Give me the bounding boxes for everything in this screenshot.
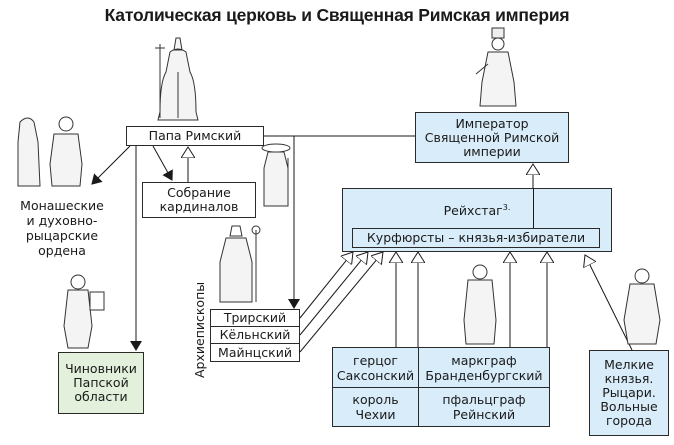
officials-line-3: области: [74, 389, 128, 404]
elector-bohemia[interactable]: король Чехии: [333, 388, 419, 426]
officials-line-2: Папской: [73, 375, 129, 390]
reichstag-inner-line: [533, 188, 534, 228]
orders-line-2: и духовно-: [26, 213, 98, 228]
trier-electors-arrow: [299, 252, 353, 319]
elector-brandenburg-line-1: маркграф: [451, 352, 517, 368]
archbishop-cologne[interactable]: Кёльнский: [210, 326, 300, 344]
archbishop-trier[interactable]: Трирский: [210, 309, 300, 327]
pope-cardinals-arrow: [152, 145, 173, 181]
elector-rhine-line-1: пфальцграф: [442, 392, 526, 407]
orders-line-4: ордена: [38, 243, 86, 258]
electors-label: Курфюрсты – князья-избиратели: [366, 230, 586, 245]
archbishop-mainz-label: Майнцский: [218, 344, 292, 360]
minor-line-3: Рыцари.: [602, 385, 656, 400]
orders-label: Монашеские и духовно- рыцарские ордена: [4, 198, 120, 258]
elector-saxony-line-1: герцог: [353, 352, 398, 368]
cardinals-label-1: Собрание: [167, 185, 231, 200]
archbishop-cologne-label: Кёльнский: [219, 327, 291, 342]
pope-box[interactable]: Папа Римский: [126, 126, 264, 146]
minor-line-5: города: [605, 413, 653, 428]
emperor-label-3: империи: [463, 143, 521, 159]
orders-line-3: рыцарские: [25, 228, 99, 243]
pope-label: Папа Римский: [148, 128, 242, 143]
reichstag-footnote: 3.: [502, 203, 511, 212]
minor-line-1: Мелкие: [604, 357, 654, 372]
orders-line-1: Монашеские: [20, 198, 104, 213]
archbishop-trier-label: Трирский: [223, 310, 287, 325]
minor-princes-box[interactable]: Мелкие князья. Рыцари. Вольные города: [589, 350, 669, 436]
emperor-label-2: Священной Римской: [424, 129, 560, 145]
diagram-title: Католическая церковь и Священная Римская…: [104, 5, 570, 25]
reichstag-text: Рейхстаг: [443, 203, 503, 219]
elector-brandenburg[interactable]: маркграф Бранденбургский: [419, 348, 549, 388]
cardinals-box[interactable]: Собрание кардиналов: [142, 182, 256, 218]
archbishop-figure: [219, 225, 261, 303]
elector-rhine[interactable]: пфальцграф Рейнский: [419, 388, 549, 426]
elector-saxony[interactable]: герцог Саксонский: [333, 348, 419, 388]
minor-line-2: князья.: [604, 371, 654, 386]
minor-line-4: Вольные: [600, 399, 658, 414]
elector-brandenburg-line-2: Бранденбургский: [425, 367, 543, 383]
monk-knight-figures: [17, 116, 83, 187]
cardinals-label-2: кардиналов: [159, 199, 239, 214]
electors-box[interactable]: Курфюрсты – князья-избиратели: [352, 228, 600, 248]
mainz-electors-arrow: [299, 252, 383, 353]
minor-reichstag-arrow: [585, 255, 633, 351]
townsman-figure: [623, 268, 661, 345]
archbishop-mainz[interactable]: Майнцский: [210, 343, 300, 362]
elector-bohemia-line-2: Чехии: [355, 407, 396, 422]
reichstag-label: Рейхстаг3.: [444, 201, 511, 218]
elector-figure: [463, 264, 497, 345]
officials-line-1: Чиновники: [65, 361, 137, 376]
pope-orders-arrow: [91, 145, 131, 185]
pope-figure: [155, 37, 199, 121]
elector-saxony-line-2: Саксонский: [336, 367, 415, 383]
secular-electors-grid: герцог Саксонский маркграф Бранденбургск…: [332, 347, 550, 427]
emperor-label-1: Император: [455, 115, 529, 131]
emperor-figure: [475, 27, 517, 107]
archbishops-label: Архиепископы: [192, 281, 207, 378]
official-figure: [63, 274, 105, 349]
elector-bohemia-line-1: король: [352, 392, 399, 407]
elector-rhine-line-2: Рейнский: [452, 407, 516, 422]
cardinal-figure: [261, 143, 291, 207]
officials-box[interactable]: Чиновники Папской области: [58, 352, 144, 414]
cologne-electors-arrow: [299, 252, 368, 336]
emperor-box[interactable]: Император Священной Римской империи: [415, 112, 569, 163]
